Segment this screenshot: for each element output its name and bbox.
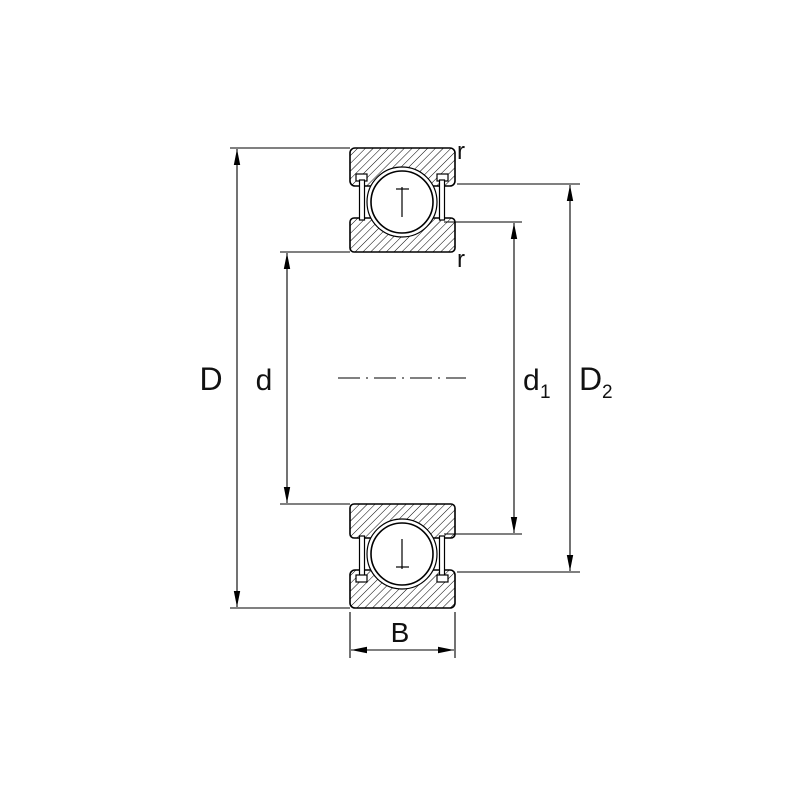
shield-hook-bottom-right (436, 574, 449, 583)
dimension-d: d (256, 251, 350, 505)
radius-label-inner: r (457, 246, 465, 273)
dimension-label-d1-subscript: 1 (540, 382, 551, 403)
dimension-label-B: B (391, 617, 410, 648)
radius-label-outer: r (457, 138, 465, 165)
dimension-label-d: d (256, 364, 273, 397)
dimension-D2: D 2 (457, 183, 613, 573)
dimension-label-D2-base: D (579, 361, 602, 397)
radius-labels: r r (457, 138, 465, 273)
dimension-B: B (349, 612, 456, 658)
dimension-D: D (199, 147, 350, 609)
bearing-top-section (349, 147, 456, 253)
dimension-label-d1-base: d (523, 364, 540, 397)
dimension-label-D2-subscript: 2 (602, 382, 613, 403)
shield-plate-top-right (438, 179, 446, 221)
shield-plate-bottom-right (438, 535, 446, 577)
bearing-bottom-section (349, 503, 456, 609)
shield-plate-bottom-left (358, 535, 366, 577)
dimension-label-D: D (199, 361, 222, 397)
dimension-d1: d 1 (444, 221, 551, 535)
shield-hook-bottom-left (355, 574, 368, 583)
shield-plate-top-left (358, 179, 366, 221)
